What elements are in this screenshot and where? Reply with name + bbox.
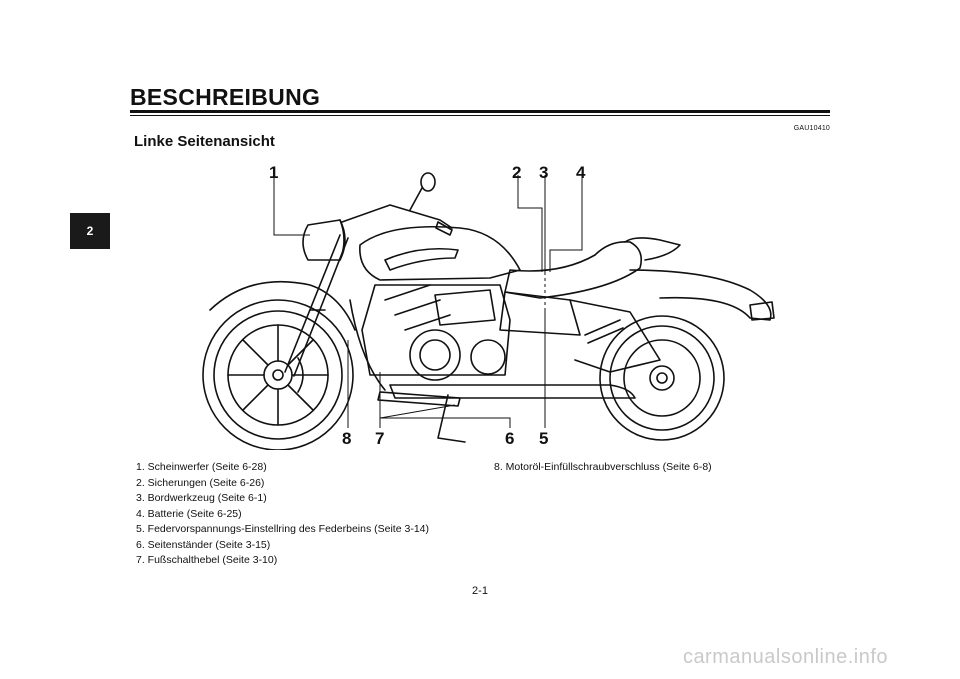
callout-3: 3 bbox=[539, 163, 548, 182]
legend-list-right: 8. Motoröl-Einfüllschraubverschluss (Sei… bbox=[494, 460, 712, 476]
legend-item: 7. Fußschalthebel (Seite 3-10) bbox=[136, 554, 278, 566]
legend-item: 5. Federvorspannungs-Einstellring des Fe… bbox=[136, 523, 429, 535]
page-title: BESCHREIBUNG bbox=[130, 84, 321, 110]
legend-item: 1. Scheinwerfer (Seite 6-28) bbox=[136, 461, 267, 473]
chapter-tab-number: 2 bbox=[86, 224, 94, 238]
callout-leaders bbox=[273, 175, 583, 428]
callout-2: 2 bbox=[512, 163, 521, 182]
chapter-tab: 2 bbox=[70, 213, 110, 249]
fuel-tank bbox=[359, 225, 521, 281]
callout-5: 5 bbox=[539, 429, 548, 448]
rear-shock bbox=[584, 319, 624, 344]
watermark[interactable]: carmanualsonline.info bbox=[682, 646, 888, 668]
taillight bbox=[749, 301, 775, 321]
handlebar bbox=[341, 204, 453, 229]
seat bbox=[504, 240, 643, 299]
footboard bbox=[377, 391, 461, 407]
motorcycle-drawing: 1 2 3 4 5 6 7 8 bbox=[202, 163, 775, 450]
legend-item: 2. Sicherungen (Seite 6-26) bbox=[136, 476, 265, 489]
callout-4: 4 bbox=[576, 163, 586, 182]
callout-6: 6 bbox=[505, 429, 514, 448]
legend-list-left: 1. Scheinwerfer (Seite 6-28) 2. Sicherun… bbox=[136, 460, 429, 569]
legend-item: 4. Batterie (Seite 6-25) bbox=[136, 507, 242, 520]
front-fork bbox=[284, 234, 349, 377]
title-rule-thin bbox=[130, 115, 830, 116]
page-number: 2-1 bbox=[472, 585, 488, 597]
motorcycle-illustration: 1 2 3 4 5 6 7 8 bbox=[190, 160, 790, 450]
rear-wheel bbox=[599, 315, 725, 441]
title-rule-thick bbox=[130, 110, 830, 113]
section-heading: Linke Seitenansicht bbox=[134, 133, 275, 150]
callout-7: 7 bbox=[375, 429, 384, 448]
exhaust bbox=[389, 384, 636, 399]
document-code: GAU10410 bbox=[793, 125, 830, 132]
rear-fender bbox=[629, 269, 772, 321]
side-cover bbox=[499, 291, 581, 336]
swingarm bbox=[569, 299, 661, 373]
legend-item: 3. Bordwerkzeug (Seite 6-1) bbox=[136, 492, 267, 504]
sidestand bbox=[437, 394, 466, 443]
callout-1: 1 bbox=[269, 163, 278, 182]
legend-item: 6. Seitenständer (Seite 3-15) bbox=[136, 538, 271, 551]
callout-8: 8 bbox=[342, 429, 351, 448]
front-fender bbox=[209, 280, 356, 331]
legend-item: 8. Motoröl-Einfüllschraubverschluss (Sei… bbox=[494, 461, 712, 473]
front-wheel bbox=[202, 299, 354, 450]
engine bbox=[361, 284, 511, 381]
